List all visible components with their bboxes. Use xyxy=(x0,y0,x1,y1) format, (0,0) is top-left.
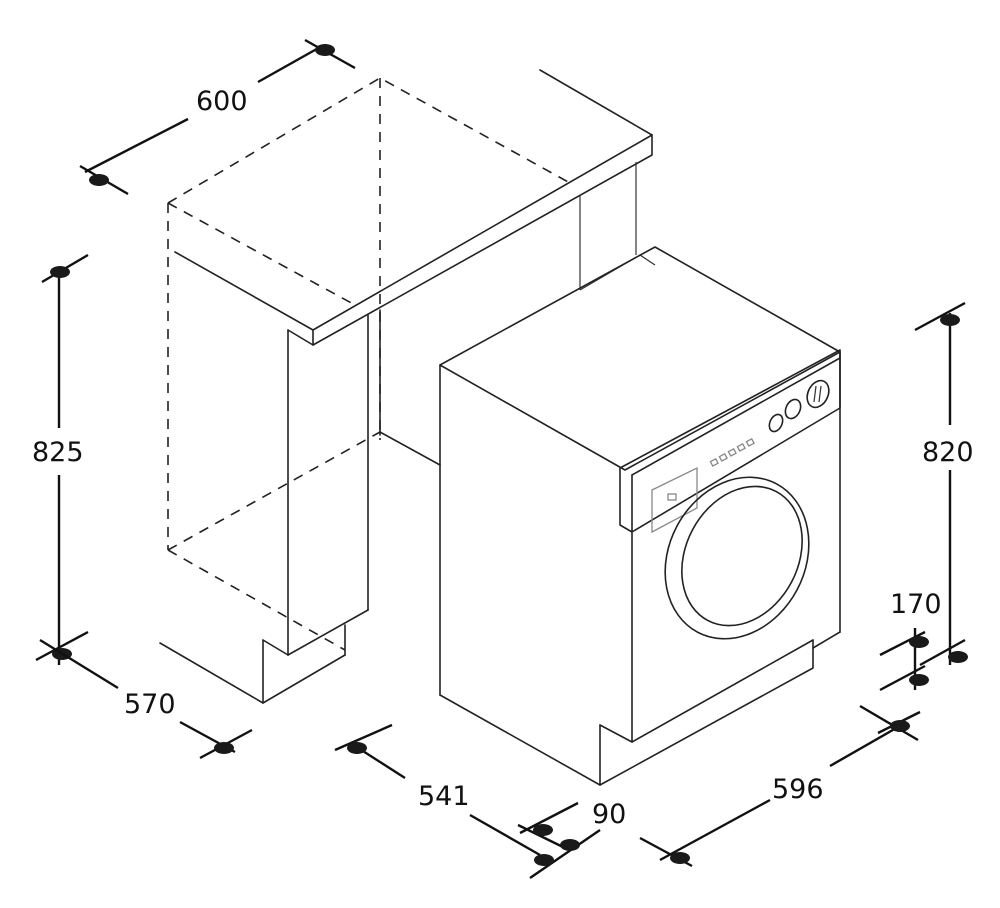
knob-small-icon xyxy=(768,413,784,433)
label-plinth-height: 170 xyxy=(890,589,942,620)
label-machine-width: 596 xyxy=(772,774,824,805)
label-machine-height: 820 xyxy=(922,437,974,468)
label-niche-height: 825 xyxy=(32,437,84,468)
knob-medium-icon xyxy=(784,398,802,420)
knob-large-icon xyxy=(806,379,830,409)
label-niche-depth: 570 xyxy=(124,689,176,720)
niche-outline xyxy=(167,77,571,651)
washing-machine xyxy=(439,246,841,786)
worktop xyxy=(174,69,656,346)
program-buttons xyxy=(709,437,755,467)
label-niche-width: 600 xyxy=(196,86,248,117)
display-window xyxy=(651,466,698,534)
door xyxy=(664,476,810,640)
label-door-offset: 90 xyxy=(592,799,626,830)
control-panel xyxy=(619,349,841,534)
dimension-lines xyxy=(35,38,968,879)
cabinet-side xyxy=(159,309,441,704)
label-machine-depth: 541 xyxy=(418,781,470,812)
display-icon xyxy=(667,493,677,501)
